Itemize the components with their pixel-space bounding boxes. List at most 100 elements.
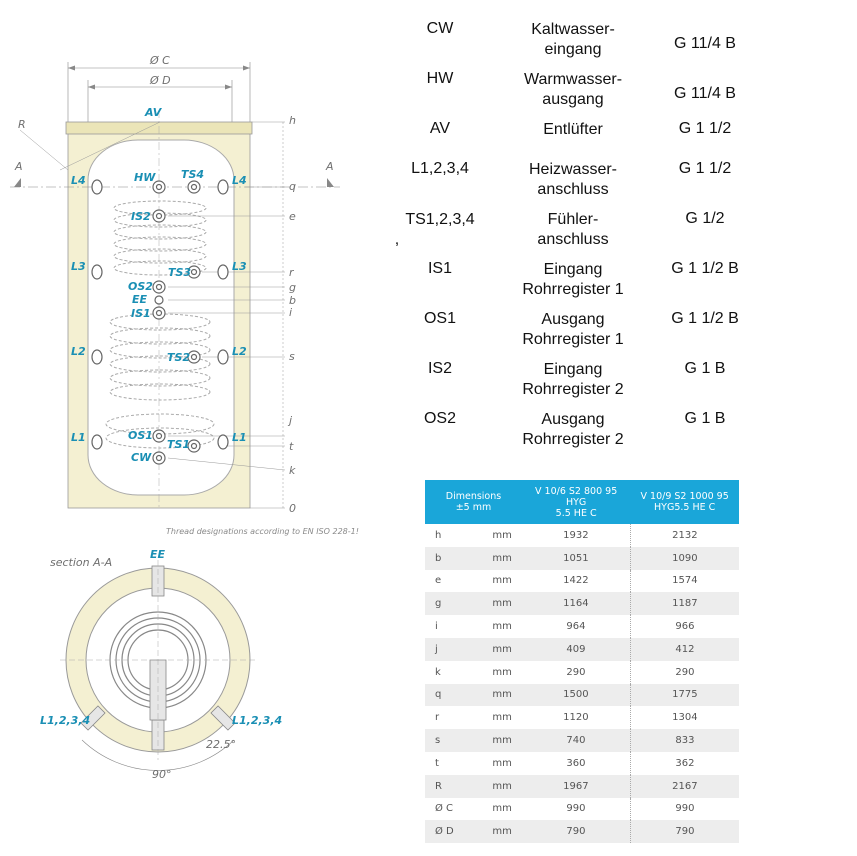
dim-value-2: 990 (675, 803, 695, 815)
ee-label: EE (132, 293, 148, 306)
connection-desc-line2: Rohrregister 2 (522, 431, 624, 448)
connection-code: HW (426, 70, 454, 87)
connection-desc: Fühler- anschluss (507, 210, 639, 250)
connection-desc-line1: Ausgang (541, 311, 605, 328)
level-r: r (289, 266, 295, 279)
section-l-right-label: L1,2,3,4 (232, 714, 282, 727)
dim-unit: mm (492, 621, 512, 633)
connection-code: OS1 (423, 310, 456, 327)
connection-thread: G 1 1/2 (678, 120, 732, 137)
dim-key: Ø C (435, 803, 454, 815)
dim-value-2: 2132 (672, 529, 698, 541)
dim-key: i (435, 621, 438, 633)
l4-right-label: L4 (232, 174, 247, 187)
level-h: h (289, 114, 296, 127)
model1-header: V 10/6 S2 800 95 HYG 5.5 HE C (521, 480, 631, 524)
l2-right-label: L2 (232, 345, 247, 358)
connection-desc: Warmwasser- ausgang (507, 70, 639, 110)
dim-unit: mm (492, 529, 512, 541)
dim-value-2: 790 (630, 820, 739, 844)
dim-value-2: 966 (675, 621, 695, 633)
ts3-label: TS3 (168, 266, 191, 279)
connection-desc-line1: Entlüfter (543, 121, 603, 138)
thread-note: Thread designations according to EN ISO … (166, 527, 359, 536)
dim-unit: mm (482, 820, 522, 844)
dim-value-2: 1574 (672, 575, 698, 587)
connection-desc-line1: Heizwasser- (528, 161, 617, 178)
dim-key: R (425, 774, 483, 798)
connection-desc-line1: Kaltwasser- (531, 21, 615, 38)
l1-left-label: L1 (71, 431, 86, 444)
dim-value-2: 1304 (672, 712, 698, 724)
connection-desc: Ausgang Rohrregister 2 (507, 410, 639, 450)
os2-label: OS2 (128, 280, 153, 293)
model1-header-line1: V 10/6 S2 800 95 HYG (535, 485, 618, 508)
dim-value-2: 412 (630, 637, 739, 661)
dim-unit: mm (482, 592, 522, 616)
dim-unit: mm (482, 774, 522, 798)
dimensions-header-line1: Dimensions (445, 491, 502, 502)
model2-header-line1: V 10/9 S2 1000 95 (640, 491, 729, 502)
level-e: e (289, 210, 296, 223)
level-s: s (289, 350, 295, 363)
connection-desc-line2: anschluss (537, 181, 609, 198)
l3-right-label: L3 (232, 260, 247, 273)
connection-desc-line1: Fühler- (547, 211, 599, 228)
os1-label: OS1 (128, 429, 153, 442)
dim-unit: mm (492, 757, 512, 769)
dimensions-header-line2: ±5 mm (455, 502, 492, 513)
dim-value-1: 1422 (521, 569, 631, 593)
dim-unit: mm (482, 637, 522, 661)
dimensions-header: Dimensions ±5 mm (425, 480, 522, 524)
connection-code: IS1 (427, 260, 452, 277)
level-b: b (289, 294, 296, 307)
connection-code: IS2 (427, 360, 452, 377)
connection-desc-line2: ausgang (542, 91, 604, 108)
dim-value-1: 409 (521, 637, 631, 661)
angle-small-label: 22.5° (206, 738, 236, 751)
dim-value-1: 790 (521, 820, 631, 844)
dim-key: b (425, 546, 483, 570)
connection-code: AV (429, 120, 451, 137)
dim-unit: mm (482, 546, 522, 570)
section-title: section A-A (50, 556, 112, 569)
dim-value-1: 1164 (521, 592, 631, 616)
connection-thread: G 11/4 B (674, 85, 736, 102)
model2-header-line2: HYG5.5 HE C (654, 502, 716, 513)
dim-key: k (435, 666, 441, 678)
upper-coil (113, 200, 207, 276)
dim-value-1: 740 (521, 729, 631, 752)
level-0: 0 (289, 502, 296, 515)
connection-code: OS2 (423, 410, 456, 427)
outer-diameter-label: Ø C (149, 54, 170, 67)
connection-code: CW (426, 20, 454, 37)
dim-key: r (435, 712, 440, 724)
connection-desc: Ausgang Rohrregister 1 (507, 310, 639, 350)
connection-desc-line2: eingang (544, 41, 602, 58)
l3-left-label: L3 (71, 260, 86, 273)
dimensions-table: Dimensions ±5 mm V 10/6 S2 800 95 HYG 5.… (425, 480, 739, 844)
connection-desc: Kaltwasser- eingang (507, 20, 639, 60)
dim-key: t (435, 757, 439, 769)
l2-left-label: L2 (71, 345, 86, 358)
level-q: q (289, 180, 296, 193)
connection-thread: G 1 1/2 B (671, 310, 739, 327)
dimensions-header-row: Dimensions ±5 mm V 10/6 S2 800 95 HYG 5.… (425, 480, 739, 524)
l4-left-label: L4 (71, 174, 86, 187)
av-label: AV (144, 106, 163, 119)
lower-coil (105, 313, 215, 449)
dim-unit: mm (482, 683, 522, 707)
is2-label: IS2 (131, 210, 151, 223)
level-k: k (289, 464, 296, 477)
dim-value-1: 290 (521, 660, 631, 684)
